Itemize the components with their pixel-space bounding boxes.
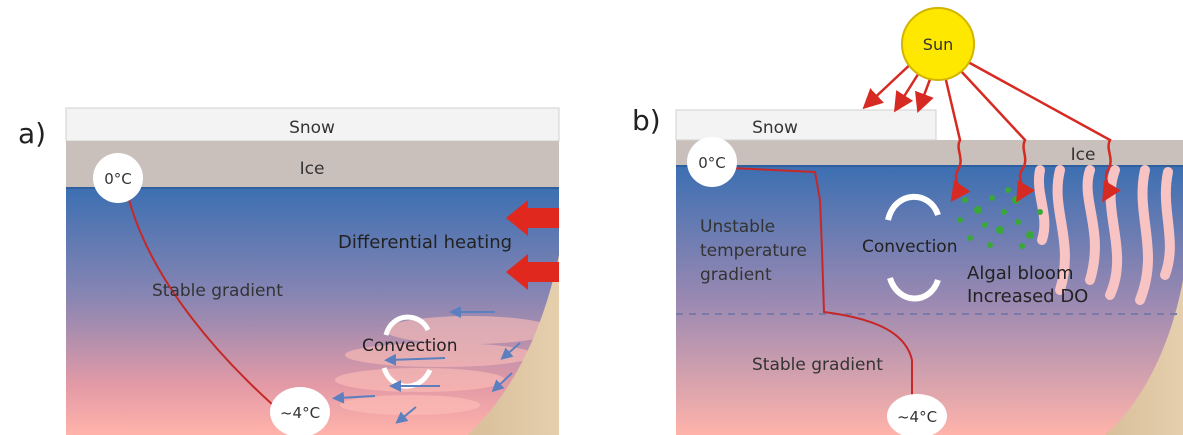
bottom-temp-bubble-b bbox=[887, 394, 947, 435]
stable-gradient-label-b: Stable gradient bbox=[752, 355, 883, 375]
panel-a: a) Snow Ice 0°C ~4°C Stable gradient Dif… bbox=[18, 107, 560, 435]
sun-label: Sun bbox=[923, 35, 953, 54]
snow-layer-b bbox=[675, 109, 937, 141]
surface-temp-b: 0°C bbox=[698, 154, 726, 172]
unstable-label-line3: gradient bbox=[700, 265, 772, 285]
unstable-label-line1: Unstable bbox=[700, 217, 775, 237]
panel-b-letter: b) bbox=[632, 104, 661, 137]
surface-temp-bubble-a bbox=[93, 153, 143, 203]
bottom-temp-bubble-a bbox=[270, 387, 330, 435]
sediment-a bbox=[468, 255, 559, 435]
convection-label-a: Convection bbox=[362, 336, 457, 356]
heating-arrow-top bbox=[506, 200, 559, 236]
bottom-temp-b: ~4°C bbox=[897, 408, 937, 426]
sun-rays bbox=[862, 59, 1122, 203]
temperature-profile-a bbox=[127, 195, 291, 421]
unstable-label-line2: temperature bbox=[700, 241, 807, 261]
temperature-profile-b bbox=[729, 167, 913, 408]
surface-temp-bubble-b bbox=[687, 137, 737, 187]
ice-layer-b bbox=[676, 140, 1183, 166]
ice-label-b: Ice bbox=[1071, 145, 1096, 165]
bottom-temp-a: ~4°C bbox=[280, 404, 320, 422]
convection-label-b: Convection bbox=[862, 237, 957, 257]
differential-heating-label: Differential heating bbox=[338, 232, 512, 253]
snow-label-b: Snow bbox=[752, 118, 798, 138]
convection-loop-top-b bbox=[885, 193, 941, 221]
ice-layer-a bbox=[66, 141, 559, 188]
stable-gradient-label-a: Stable gradient bbox=[152, 281, 283, 301]
panel-a-letter: a) bbox=[18, 117, 46, 150]
warm-plumes-b bbox=[1034, 165, 1175, 305]
sun bbox=[901, 7, 975, 81]
sediment-b bbox=[1105, 280, 1183, 435]
increased-do-label: Increased DO bbox=[967, 286, 1088, 307]
convection-loop-bottom-b bbox=[887, 276, 941, 302]
convection-loop-top-a bbox=[383, 314, 431, 336]
surface-temp-a: 0°C bbox=[104, 170, 132, 188]
heating-arrow-bottom bbox=[506, 254, 559, 290]
snow-label-a: Snow bbox=[289, 118, 335, 138]
snow-layer-a bbox=[65, 107, 560, 142]
ice-label-a: Ice bbox=[300, 159, 325, 179]
water-b bbox=[676, 166, 1183, 435]
panel-b: b) Ice Snow 0°C ~4°C Unstable temperatur… bbox=[632, 7, 1183, 435]
algal-bloom-label: Algal bloom bbox=[967, 263, 1073, 284]
flow-arrows-a bbox=[332, 306, 521, 424]
